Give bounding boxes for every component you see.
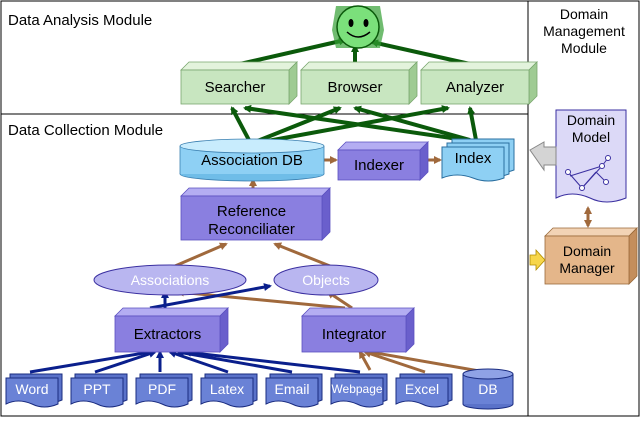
- domain-model-label: Domain Model: [556, 112, 626, 146]
- index-label: Index: [454, 150, 492, 167]
- source-db-label: DB: [478, 381, 498, 397]
- reconciliater-label: Reference Reconciliater: [181, 203, 322, 239]
- source-ppt: [70, 373, 128, 408]
- indexer-label: Indexer: [353, 157, 405, 174]
- association-db-cylinder: [179, 138, 325, 182]
- source-latex-label: Latex: [209, 381, 245, 397]
- source-pdf: [135, 373, 193, 408]
- source-latex: [200, 373, 258, 408]
- source-documents: [5, 368, 514, 410]
- gray-arrow-icon: [529, 141, 557, 172]
- source-ppt-label: PPT: [83, 381, 111, 397]
- analyzer-box: [420, 61, 538, 105]
- analysis-module-title: Data Analysis Module: [8, 12, 153, 29]
- source-webpage-label: Webpage: [331, 382, 383, 396]
- smiley-icon: [332, 5, 384, 49]
- extractors-box: [114, 307, 229, 353]
- searcher-box: [180, 61, 298, 105]
- analyzer-label: Analyzer: [445, 79, 505, 96]
- browser-label: Browser: [327, 79, 383, 96]
- collection-module-title: Data Collection Module: [8, 122, 164, 139]
- association-db-label: Association DB: [201, 152, 303, 169]
- domain-model-document: [555, 109, 627, 203]
- domain-model-label-line2: Model: [571, 129, 611, 145]
- source-webpage: [330, 373, 388, 408]
- yellow-arrow-icon: [529, 248, 546, 272]
- objects-oval: [273, 264, 379, 296]
- domain-manager-label: Domain Manager: [545, 243, 629, 277]
- associations-label: Associations: [130, 272, 210, 288]
- navy-arrows: [29, 283, 361, 374]
- extractors-label: Extractors: [133, 326, 202, 343]
- domain-module-title: Domain Management Module: [530, 6, 638, 57]
- integrator-box: [301, 307, 415, 353]
- domain-manager-label-line2: Manager: [559, 260, 615, 276]
- integrator-label: Integrator: [321, 326, 387, 343]
- objects-label: Objects: [302, 272, 350, 288]
- reconciliater-box: [180, 187, 331, 241]
- domain-module-frame: [527, 0, 640, 417]
- associations-oval: [93, 264, 247, 296]
- indexer-box: [337, 141, 429, 181]
- source-email: [265, 373, 323, 408]
- source-db-cylinder: [462, 368, 514, 410]
- source-email-label: Email: [274, 381, 310, 397]
- searcher-label: Searcher: [204, 79, 266, 96]
- domain-manager-label-line1: Domain: [562, 243, 612, 259]
- index-document: [441, 138, 515, 182]
- browser-box: [300, 61, 418, 105]
- domain-model-label-line1: Domain: [566, 112, 616, 128]
- domain-module-title-line2: Management: [543, 23, 625, 39]
- source-excel: [395, 373, 453, 408]
- analysis-arrows: [230, 37, 478, 144]
- domain-module-title-line1: Domain: [559, 6, 609, 22]
- source-pdf-label: PDF: [148, 381, 176, 397]
- source-excel-label: Excel: [404, 381, 440, 397]
- domain-module-title-line3: Module: [561, 40, 607, 56]
- source-word: [5, 373, 63, 408]
- reconciliater-label-line1: Reference: [216, 203, 287, 220]
- reconciliater-label-line2: Reconciliater: [208, 221, 295, 238]
- source-word-label: Word: [15, 381, 49, 397]
